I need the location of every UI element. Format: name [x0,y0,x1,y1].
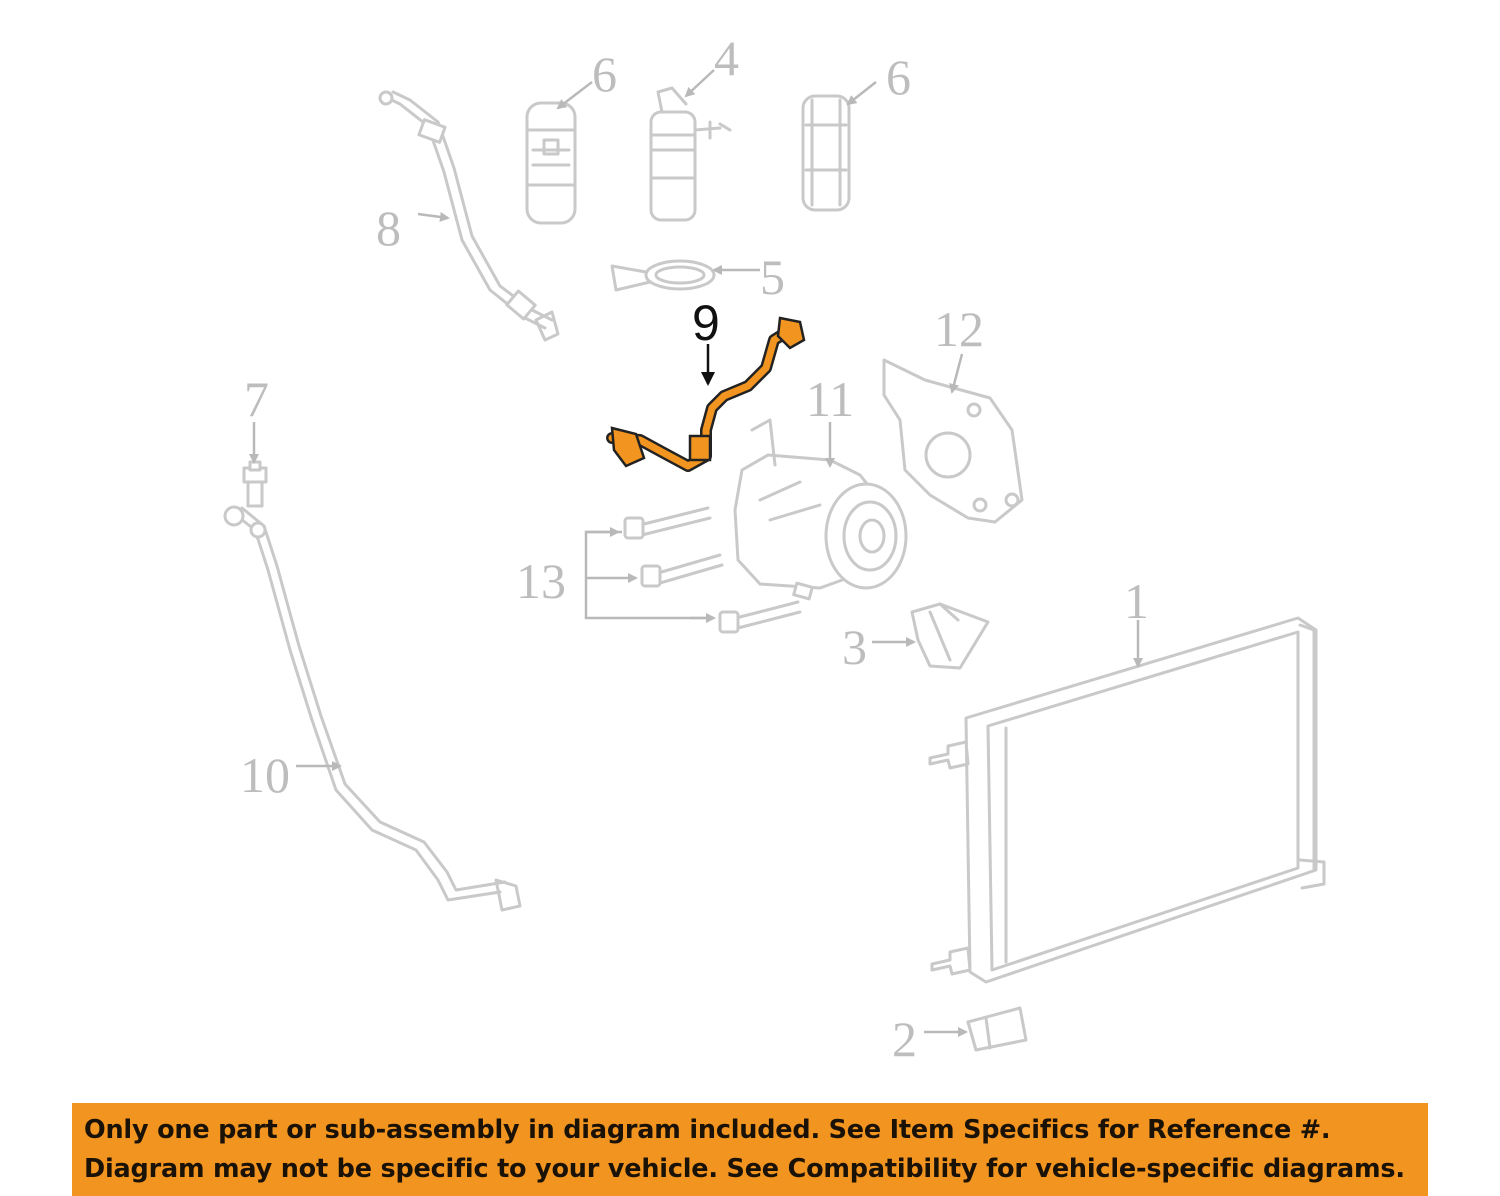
part-9-hose-highlighted [606,316,806,472]
callout-11: 11 [806,371,854,427]
callout-1: 1 [1124,573,1149,629]
callout-2: 2 [892,1011,917,1067]
part-6-insulator-left [525,101,577,225]
parts-diagram: 8 6 4 6 5 9 12 7 11 13 1 3 10 2 [223,30,1326,1067]
part-6-insulator-right [801,94,851,212]
part-2-bracket [966,1006,1028,1052]
callout-6-right: 6 [886,49,911,105]
callout-13: 13 [516,553,566,609]
callout-3: 3 [842,619,867,675]
callout-9: 9 [692,295,720,351]
disclaimer-banner: Only one part or sub-assembly in diagram… [72,1103,1428,1196]
callout-8: 8 [376,200,401,256]
part-3-bracket [910,602,990,670]
part-5-bracket [610,259,716,292]
callout-7: 7 [244,371,269,427]
disclaimer-line-1: Only one part or sub-assembly in diagram… [84,1115,1331,1145]
part-7-valve-core [242,460,268,508]
part-4-accumulator [649,86,732,222]
callout-5: 5 [760,249,785,305]
part-11-compressor [733,418,908,601]
disclaimer-line-2: Diagram may not be specific to your vehi… [84,1154,1405,1184]
callout-10: 10 [240,747,290,803]
part-12-compressor-bracket [882,358,1024,524]
part-1-condenser [928,616,1326,984]
callout-4: 4 [714,30,739,86]
part-10-liquid-line [223,505,522,912]
callout-leaders [249,69,1143,1037]
callout-labels: 8 6 4 6 5 9 12 7 11 13 1 3 10 2 [240,30,1149,1067]
callout-6-left: 6 [592,46,617,102]
part-13-bolts [584,506,802,634]
part-8-suction-hose [378,90,560,342]
callout-12: 12 [934,301,984,357]
